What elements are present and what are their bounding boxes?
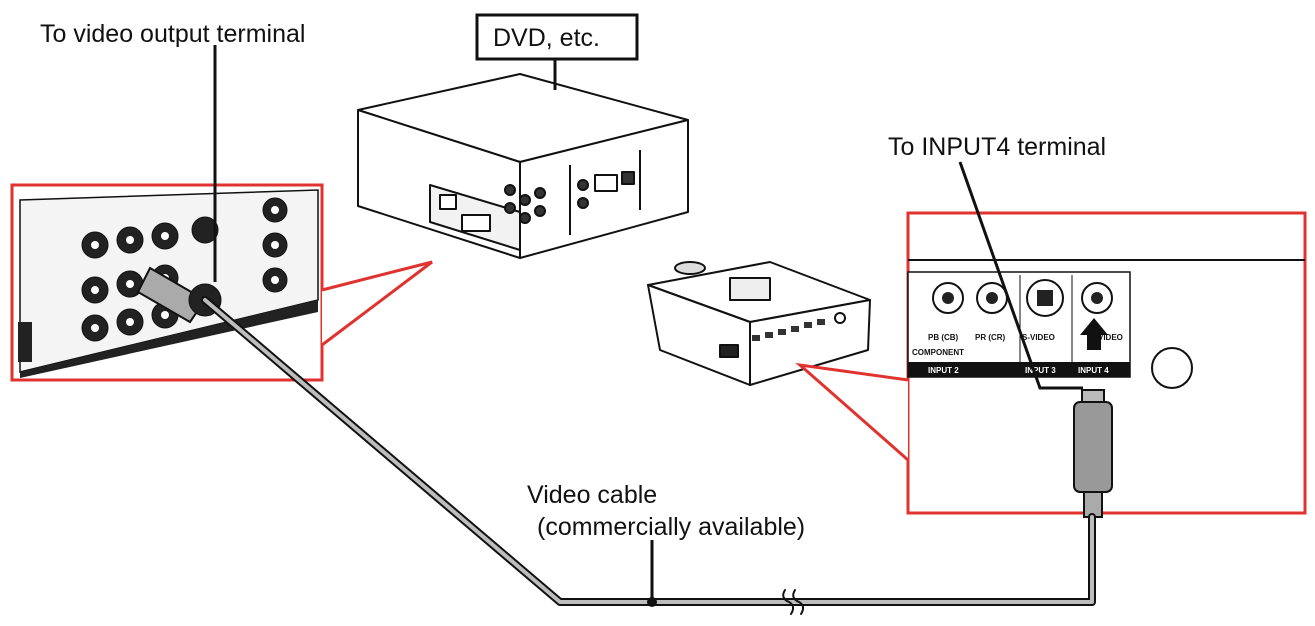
- input3-label: INPUT 3: [1025, 366, 1056, 375]
- video-cable: [201, 296, 1096, 615]
- svideo-label: S-VIDEO: [1022, 333, 1055, 342]
- dvd-label-box: [475, 13, 639, 61]
- input4-label: INPUT 4: [1078, 366, 1109, 375]
- pb-label: PB (CB): [928, 333, 959, 342]
- video-label: VIDEO: [1098, 333, 1123, 342]
- input4-terminal-label: To INPUT4 terminal: [888, 133, 1106, 161]
- input2-label: INPUT 2: [928, 366, 959, 375]
- dvd-label: DVD, etc.: [493, 24, 600, 52]
- dvd-callout-zoom: [10, 183, 433, 382]
- pr-label: PR (CR): [975, 333, 1006, 342]
- video-cable-availability-label: (commercially available): [537, 513, 805, 541]
- component-label: COMPONENT: [912, 348, 964, 357]
- video-output-label: To video output terminal: [40, 20, 305, 48]
- projector-callout-zoom: PB (CB) PR (CR) S-VIDEO VIDEO COMPONENT …: [795, 211, 1307, 518]
- insert-arrow-icon: [1080, 318, 1108, 350]
- video-cable-label: Video cable: [527, 481, 657, 509]
- leader-lines: [213, 45, 1083, 602]
- cable-leader-dot: [647, 597, 657, 607]
- projector: [647, 261, 871, 386]
- dvd-player: [357, 73, 689, 259]
